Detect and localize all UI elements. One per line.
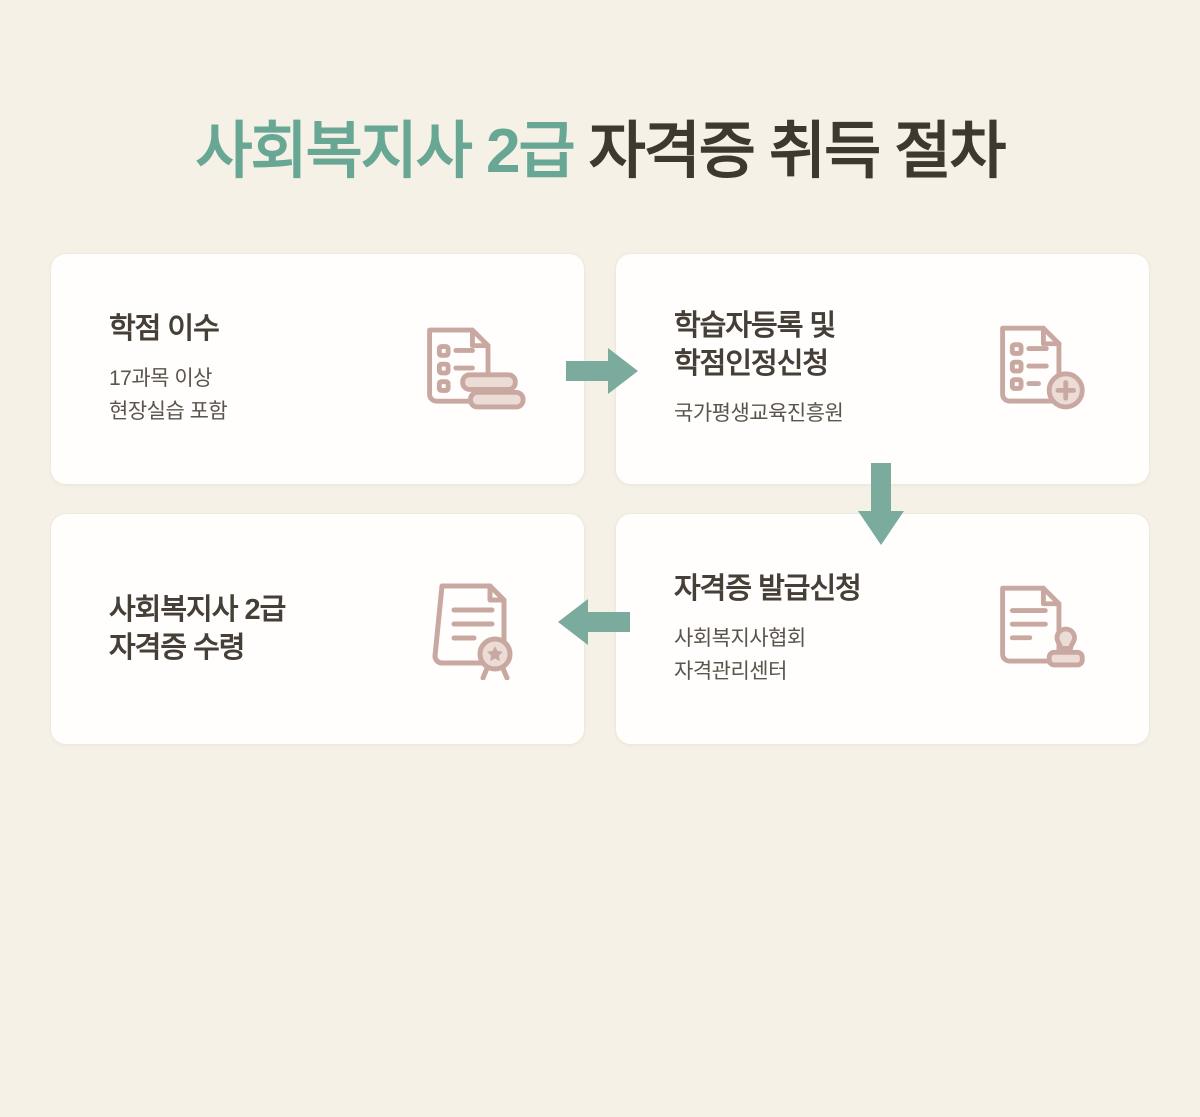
card-text-block: 자격증 발급신청 사회복지사협회 자격관리센터 — [674, 570, 862, 688]
card-subtitle-line: 17과목 이상 — [109, 367, 212, 391]
step-card-learner-registration: 학습자등록 및 학점인정신청 국가평생교육진흥원 — [615, 253, 1150, 485]
arrow-right-icon — [566, 348, 638, 399]
card-text-block: 학습자등록 및 학점인정신청 국가평생교육진흥원 — [674, 307, 844, 431]
arrow-left-icon — [558, 599, 630, 650]
step-card-credit-completion: 학점 이수 17과목 이상 현장실습 포함 — [50, 253, 585, 485]
card-subtitle-line: 현장실습 포함 — [109, 399, 228, 423]
page-title-rest: 자격증 취득 절차 — [573, 117, 1007, 186]
card-subtitle-line: 사회복지사협회 — [674, 627, 806, 651]
card-title-line: 자격증 수령 — [109, 632, 245, 664]
card-title-line: 학점 이수 — [109, 312, 220, 345]
card-title-line: 사회복지사 2급 — [109, 593, 286, 626]
card-text-block: 사회복지사 2급 자격증 수령 — [109, 591, 286, 668]
card-title-line: 학점인정신청 — [674, 348, 829, 381]
card-subtitle-line: 국가평생교육진흥원 — [674, 402, 844, 426]
card-title-line: 자격증 발급신청 — [674, 572, 862, 605]
card-subtitle-line: 자격관리센터 — [674, 659, 787, 683]
document-plus-icon — [989, 319, 1091, 419]
document-stamp-icon — [989, 579, 1091, 679]
certificate-ribbon-icon — [426, 578, 526, 680]
card-title-line: 학습자등록 및 — [674, 309, 836, 342]
step-card-certificate-application: 자격증 발급신청 사회복지사협회 자격관리센터 — [615, 513, 1150, 745]
document-books-icon — [414, 319, 526, 419]
arrow-down-icon — [858, 463, 904, 550]
card-text-block: 학점 이수 17과목 이상 현장실습 포함 — [109, 310, 228, 428]
page-title: 사회복지사 2급 자격증 취득 절차 — [0, 100, 1200, 190]
step-card-certificate-receipt: 사회복지사 2급 자격증 수령 — [50, 513, 585, 745]
page-title-highlight: 사회복지사 2급 — [195, 117, 576, 186]
